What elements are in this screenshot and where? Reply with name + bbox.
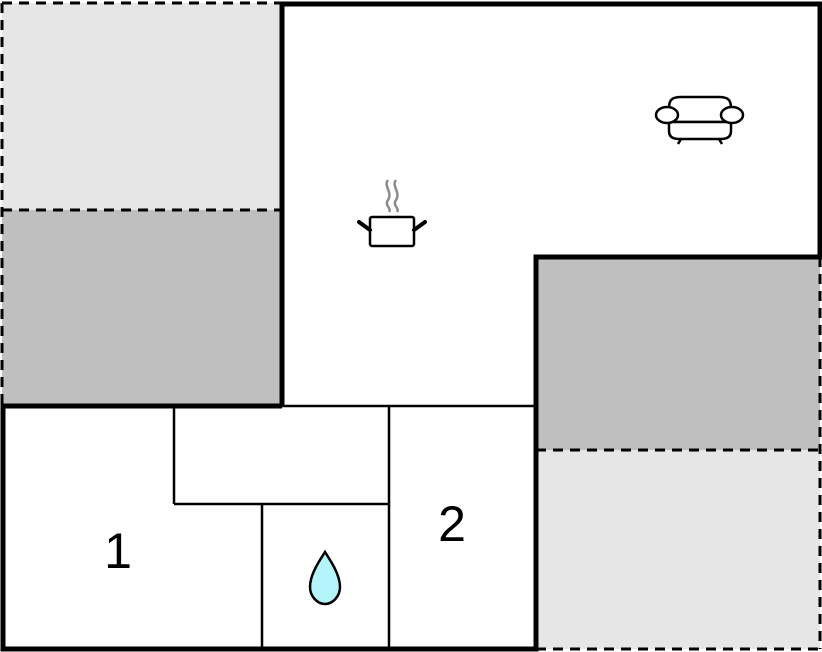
terrace-top-left bbox=[2, 3, 282, 210]
terrace-bottom-right bbox=[536, 450, 820, 649]
room-label-1: 1 bbox=[104, 523, 132, 579]
kitchen-pot-icon bbox=[357, 179, 427, 248]
terrace-mid-left bbox=[2, 210, 282, 406]
water-drop-icon bbox=[308, 549, 342, 606]
room-label-2: 2 bbox=[438, 496, 466, 552]
interior-walls bbox=[172, 404, 536, 649]
lower-rooms bbox=[3, 406, 536, 649]
terrace-mid-right bbox=[536, 257, 820, 450]
sofa-icon bbox=[654, 95, 745, 145]
